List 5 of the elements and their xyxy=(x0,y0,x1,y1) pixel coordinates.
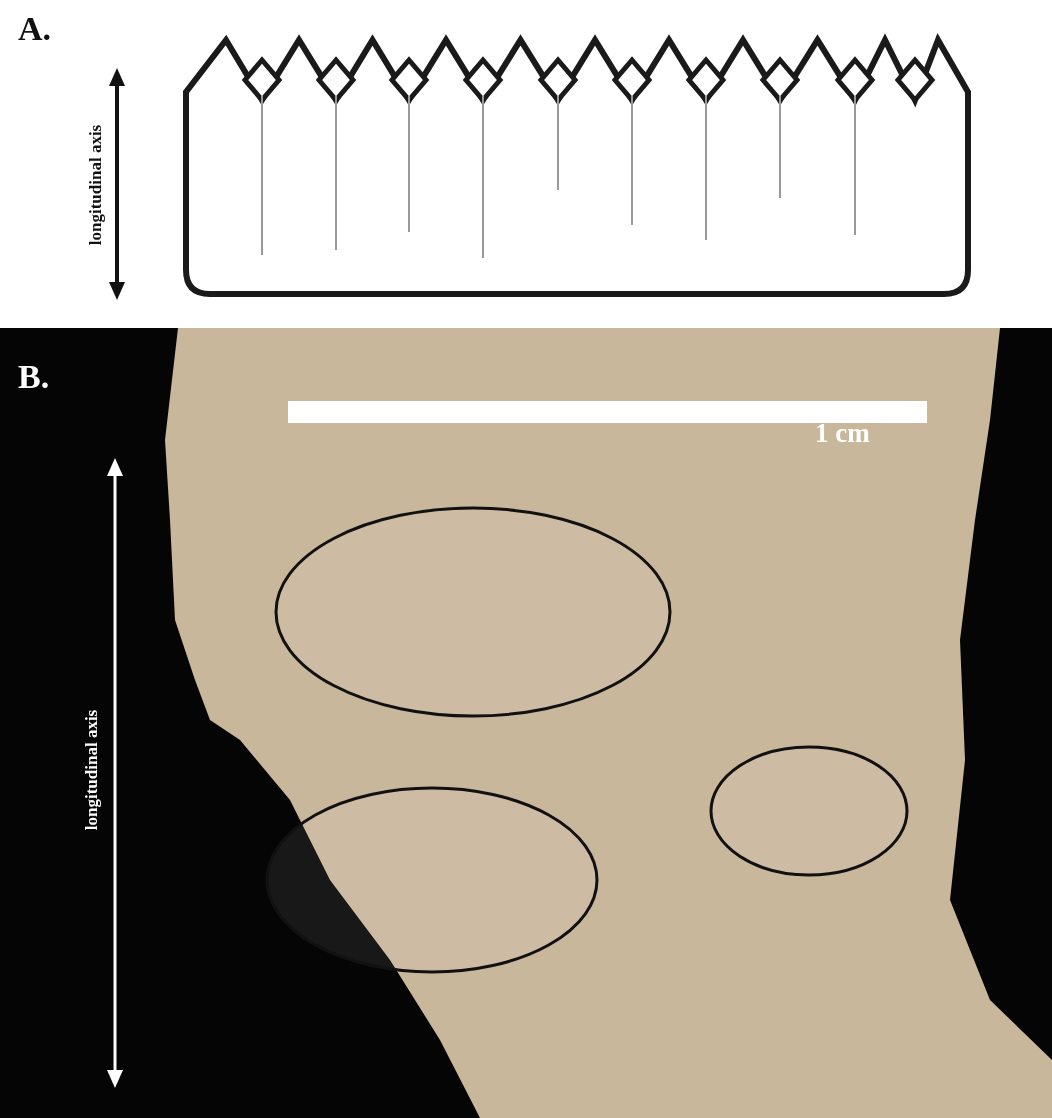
scale-label: 1 cm xyxy=(815,418,870,449)
axis-label: longitudinal axis xyxy=(82,709,102,831)
panel-label: A. xyxy=(18,12,52,46)
panel-label: B. xyxy=(18,360,50,394)
axis-label: longitudinal axis xyxy=(86,124,106,246)
